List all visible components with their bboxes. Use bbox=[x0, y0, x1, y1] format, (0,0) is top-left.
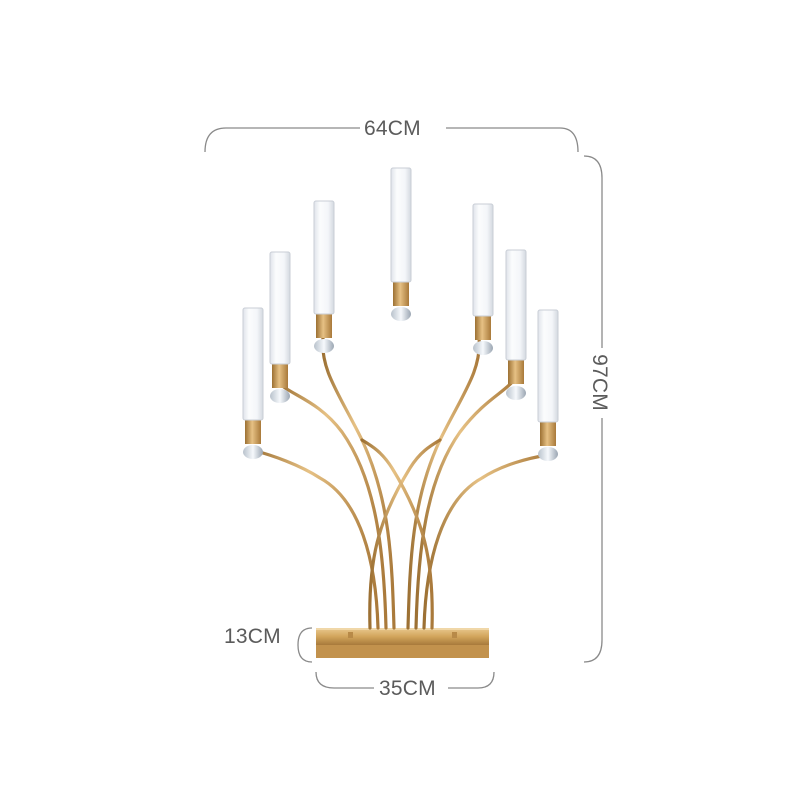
candle-holder bbox=[537, 309, 559, 461]
height-dimension-label: 97CM bbox=[588, 351, 611, 414]
candle-holder bbox=[313, 200, 335, 353]
width-dimension-label: 64CM bbox=[361, 118, 424, 139]
dimension-lines bbox=[204, 127, 603, 689]
width-dimension-line bbox=[204, 127, 579, 153]
candle-holder bbox=[472, 203, 494, 355]
base-width-dimension-label: 35CM bbox=[376, 678, 439, 699]
candelabra-base bbox=[316, 628, 489, 658]
candle-holders bbox=[242, 167, 559, 461]
base-width-dimension-line bbox=[315, 671, 495, 689]
candle-holder bbox=[505, 249, 527, 400]
candle-holder bbox=[269, 251, 291, 403]
height-dimension-line bbox=[583, 155, 603, 663]
base-height-dimension-line bbox=[297, 627, 313, 663]
candelabra-arms bbox=[250, 298, 550, 630]
base-height-dimension-label: 13CM bbox=[224, 625, 281, 648]
candle-holder bbox=[242, 307, 264, 459]
candle-holder bbox=[390, 167, 412, 321]
